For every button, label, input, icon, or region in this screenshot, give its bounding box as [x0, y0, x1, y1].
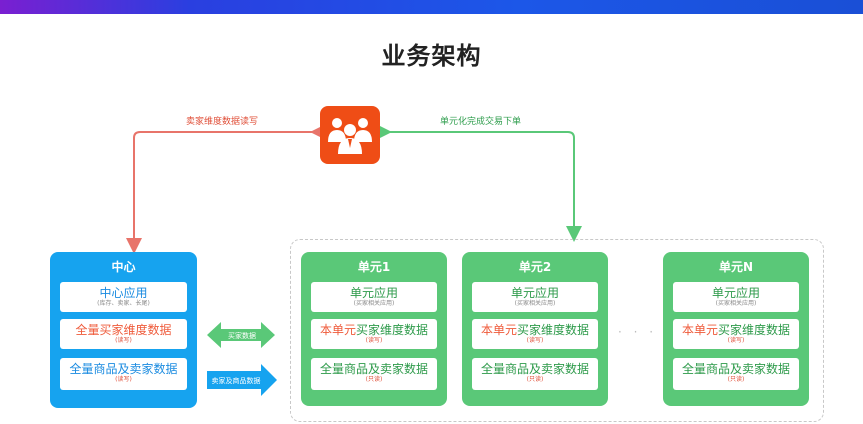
unit-goods-sub: (只读) [727, 376, 745, 383]
unit-title: 单元N [718, 260, 754, 274]
unit-app-title: 单元应用 [510, 286, 559, 300]
unit-goods-card: 全量商品及卖家数据 (只读) [673, 358, 799, 390]
unit-buyer-title: 本单元买家维度数据 [673, 323, 799, 337]
ellipsis: · · · [618, 325, 658, 339]
goods-data-label: 卖家及商品数据 [211, 377, 261, 385]
center-buyer-title: 全量买家维度数据 [60, 323, 187, 337]
top-banner [0, 0, 863, 14]
unit-buyer-title: 本单元买家维度数据 [472, 323, 598, 337]
unit-app-card: 单元应用 (买家相关应用) [311, 282, 437, 312]
unit-app-sub: (买家相关应用) [715, 300, 757, 307]
center-app-title: 中心应用 [99, 286, 148, 300]
unit-buyer-card: 本单元买家维度数据 (读写) [673, 319, 799, 349]
unit-goods-card: 全量商品及卖家数据 (只读) [472, 358, 598, 390]
unit-panel-n: 单元N 单元应用 (买家相关应用) 本单元买家维度数据 (读写) 全量商品及卖家… [663, 252, 809, 406]
page-title: 业务架构 [381, 42, 482, 70]
unit-title: 单元1 [357, 260, 391, 274]
unit-buyer-hl: 本单元 [480, 323, 517, 337]
unit-buyer-card: 本单元买家维度数据 (读写) [311, 319, 437, 349]
unit-app-sub: (买家相关应用) [514, 300, 556, 307]
buyer-data-label: 买家数据 [228, 332, 256, 340]
center-buyer-card: 全量买家维度数据 (读写) [60, 319, 187, 349]
unit-panel-1: 单元1 单元应用 (买家相关应用) 本单元买家维度数据 (读写) 全量商品及卖家… [301, 252, 447, 406]
unit-panel-2: 单元2 单元应用 (买家相关应用) 本单元买家维度数据 (读写) 全量商品及卖家… [462, 252, 608, 406]
unit-goods-sub: (只读) [526, 376, 544, 383]
unit-app-card: 单元应用 (买家相关应用) [472, 282, 598, 312]
unit-buyer-card: 本单元买家维度数据 (读写) [472, 319, 598, 349]
unit-buyer-hl: 本单元 [681, 323, 718, 337]
unit-buyer-rest: 买家维度数据 [356, 323, 429, 337]
unit-buyer-sub: (读写) [365, 337, 383, 344]
unit-buyer-sub: (读写) [526, 337, 544, 344]
center-goods-title: 全量商品及卖家数据 [69, 362, 178, 376]
center-goods-sub: (读写) [115, 376, 132, 383]
unit-buyer-title: 本单元买家维度数据 [311, 323, 437, 337]
center-panel: 中心 中心应用 (库存、卖家、长尾) 全量买家维度数据 (读写) 全量商品及卖家… [50, 252, 197, 408]
unit-app-card: 单元应用 (买家相关应用) [673, 282, 799, 312]
unit-app-title: 单元应用 [349, 286, 398, 300]
seller-rw-label: 卖家维度数据读写 [186, 117, 259, 127]
unit-app-title: 单元应用 [711, 286, 760, 300]
unit-buyer-sub: (读写) [727, 337, 745, 344]
center-app-sub: (库存、卖家、长尾) [97, 300, 150, 307]
red-connector [126, 124, 326, 254]
center-app-card: 中心应用 (库存、卖家、长尾) [60, 282, 187, 312]
center-buyer-sub: (读写) [115, 337, 132, 344]
green-connector [376, 124, 582, 242]
center-buyer-text: 全量买家维度数据 [75, 323, 172, 337]
unit-group-border [290, 239, 824, 422]
unit-goods-title: 全量商品及卖家数据 [319, 362, 428, 376]
unit-goods-title: 全量商品及卖家数据 [480, 362, 589, 376]
users-icon [320, 106, 380, 164]
center-title: 中心 [111, 260, 136, 274]
unit-app-sub: (买家相关应用) [353, 300, 395, 307]
unit-buyer-hl: 本单元 [319, 323, 356, 337]
unit-title: 单元2 [518, 260, 552, 274]
unit-goods-sub: (只读) [365, 376, 383, 383]
unit-buyer-rest: 买家维度数据 [517, 323, 590, 337]
center-goods-card: 全量商品及卖家数据 (读写) [60, 358, 187, 390]
buyer-data-arrow [207, 322, 275, 348]
unitize-order-label: 单元化完成交易下单 [440, 117, 522, 127]
goods-data-arrow [207, 364, 277, 396]
unit-goods-card: 全量商品及卖家数据 (只读) [311, 358, 437, 390]
unit-goods-title: 全量商品及卖家数据 [681, 362, 790, 376]
unit-buyer-rest: 买家维度数据 [718, 323, 791, 337]
